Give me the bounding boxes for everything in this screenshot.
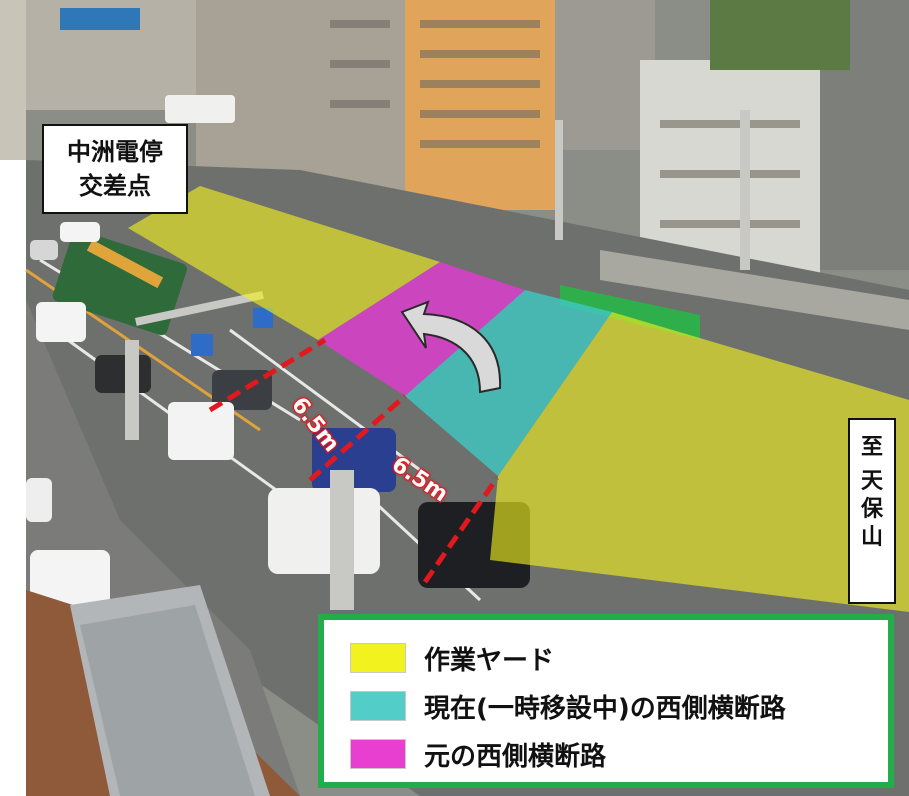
left-edge-white — [0, 160, 26, 796]
left-photo-edge — [0, 0, 26, 160]
direction-place-char: 天 — [860, 469, 883, 494]
white-truck — [168, 402, 234, 460]
work-yard-left — [128, 186, 440, 340]
white-suv — [268, 488, 380, 574]
legend-swatch — [350, 739, 406, 769]
intersection-label: 中洲電停 交差点 — [42, 124, 188, 214]
white-car-top — [60, 222, 100, 242]
crane-boom — [86, 239, 164, 289]
building-sign-blue — [60, 8, 140, 30]
dimension-line-1 — [208, 337, 327, 413]
building-orange-tower — [405, 0, 555, 210]
dimension-line-3 — [422, 476, 500, 584]
utility-poles — [125, 110, 750, 610]
crane-truck — [52, 229, 187, 336]
intersection-label-line1: 中洲電停 — [67, 138, 163, 166]
legend-item-current-crossing: 現在(一時移設中)の西側横断路 — [350, 682, 888, 730]
window-grid — [330, 20, 800, 228]
legend-box: 作業ヤード 現在(一時移設中)の西側横断路 元の西側横断路 — [318, 614, 894, 788]
legend-label: 現在(一時移設中)の西側横断路 — [424, 693, 786, 724]
legend-label: 元の西側横断路 — [424, 741, 607, 772]
current-crossing-area — [405, 290, 612, 476]
direction-place-char: 山 — [860, 525, 883, 550]
trees-top-right — [710, 0, 850, 70]
road-sign-blue-2 — [253, 308, 273, 328]
green-safety-fence — [560, 285, 700, 340]
work-yard-right — [490, 312, 909, 612]
legend-swatch — [350, 643, 406, 673]
relocation-arrow-icon — [400, 300, 502, 394]
direction-place-char: 保 — [860, 497, 883, 522]
building-block-right — [555, 0, 655, 150]
white-car-left-edge — [26, 478, 52, 522]
legend-swatch — [350, 691, 406, 721]
legend-label: 作業ヤード — [424, 645, 555, 676]
legend-item-work-yard: 作業ヤード — [350, 634, 888, 682]
direction-to-text: 至 — [860, 435, 883, 460]
car-top-left — [30, 240, 58, 260]
bus — [165, 95, 235, 123]
dark-car-1 — [95, 355, 151, 393]
foreground-sign-board-face — [80, 605, 255, 796]
white-van-left — [36, 302, 86, 342]
road-sign-blue-1 — [191, 334, 213, 356]
sidewalk-right — [600, 250, 909, 330]
dimension-line-2 — [308, 394, 407, 482]
direction-label: 至 天 保 山 — [848, 418, 896, 604]
legend-item-original-crossing: 元の西側横断路 — [350, 730, 888, 778]
signal-arm — [134, 290, 264, 326]
intersection-label-line2: 交差点 — [79, 172, 151, 200]
